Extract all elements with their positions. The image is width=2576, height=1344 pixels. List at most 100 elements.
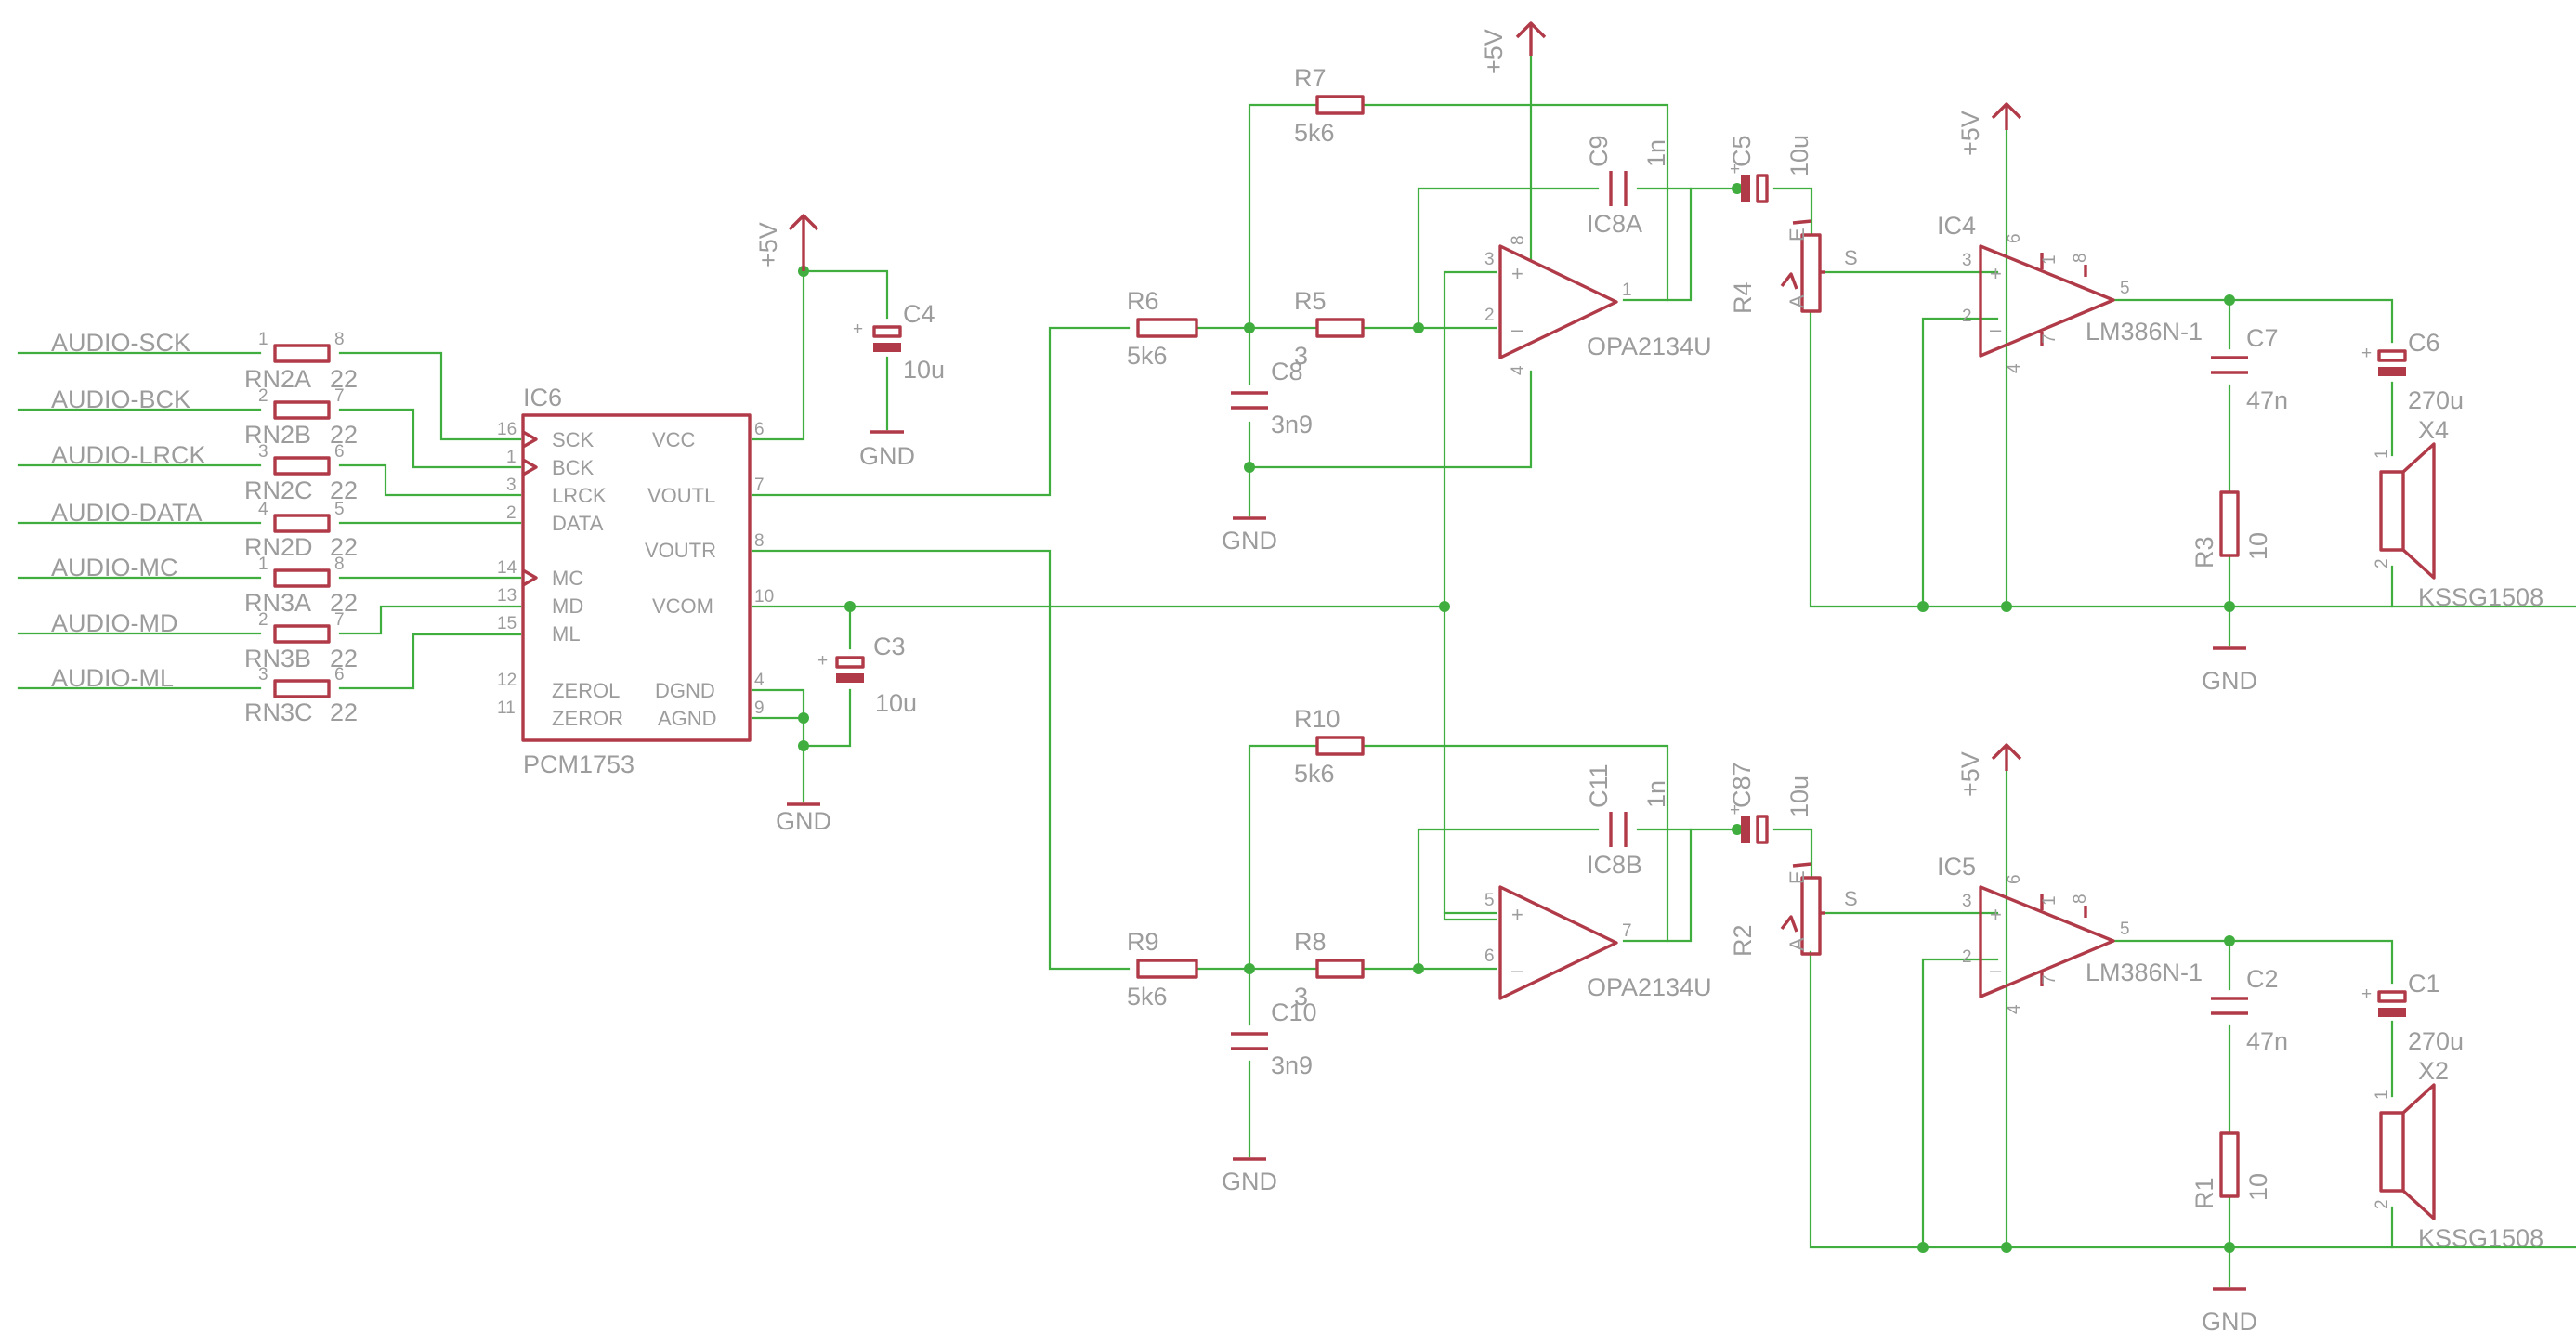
component-label: C1 xyxy=(2408,970,2440,998)
component-label: 4 xyxy=(2005,363,2024,373)
component-label: 10u xyxy=(1785,135,1813,176)
component-label: 22 xyxy=(330,365,358,393)
component-label: 7 xyxy=(754,476,765,495)
component-label: 47n xyxy=(2246,1027,2288,1055)
component-label: VOUTR xyxy=(645,539,716,562)
component-label: 22 xyxy=(330,421,358,449)
component-label: +5V xyxy=(754,222,782,267)
component-label: GND xyxy=(1222,1168,1277,1195)
component-label: 2 xyxy=(2373,1199,2392,1209)
component-label: 4 xyxy=(754,671,765,690)
component-label: 10u xyxy=(875,689,917,717)
component-label: IC5 xyxy=(1937,853,1976,881)
rn2c: 3 6 RN2C 22 xyxy=(244,442,358,504)
component-label: 22 xyxy=(330,698,358,726)
r3: R3 10 xyxy=(2190,490,2272,568)
component-label: LM386N-1 xyxy=(2086,959,2203,986)
component-label: C9 xyxy=(1585,135,1613,167)
component-label: AGND xyxy=(658,707,717,730)
component-label: 2 xyxy=(258,610,268,630)
c10: C10 3n9 xyxy=(1231,998,1317,1079)
component-label: 7 xyxy=(1622,921,1632,941)
component-label: 6 xyxy=(2005,874,2024,884)
svg-text:+: + xyxy=(2361,344,2372,363)
component-label: 270u xyxy=(2408,1027,2464,1055)
component-label: 3 xyxy=(506,476,517,495)
component-label: C2 xyxy=(2246,965,2279,993)
component-label: 3 xyxy=(1294,342,1308,370)
component-label: +5V xyxy=(1480,29,1508,74)
component-label: 7 xyxy=(2040,333,2059,344)
component-label: C5 xyxy=(1728,135,1756,167)
component-label: 4 xyxy=(258,500,268,519)
component-label: SCK xyxy=(552,428,595,451)
component-label: 16 xyxy=(497,420,517,439)
svg-text:–: – xyxy=(1990,318,2002,341)
speaker-x2: 1 2 X2 KSSG1508 xyxy=(2373,1057,2543,1252)
component-label: 3n9 xyxy=(1271,411,1313,438)
component-label: 8 xyxy=(334,330,345,349)
component-label: 13 xyxy=(497,586,517,606)
component-label: RN2D xyxy=(244,533,313,561)
component-label: X4 xyxy=(2418,416,2449,444)
component-label: 1 xyxy=(2373,449,2392,459)
component-label: 47n xyxy=(2246,386,2288,414)
component-label: 10u xyxy=(1785,776,1813,817)
component-label: 10 xyxy=(2244,1173,2272,1201)
component-label: 8 xyxy=(334,555,345,574)
component-label: C10 xyxy=(1271,998,1317,1026)
component-label: C6 xyxy=(2408,329,2440,357)
component-label: 3 xyxy=(1294,983,1308,1011)
component-label: 6 xyxy=(334,442,345,462)
svg-text:+: + xyxy=(1990,262,2002,285)
component-label: 8 xyxy=(1509,235,1528,245)
component-label: C87 xyxy=(1728,762,1756,808)
r7: R7 5k6 xyxy=(1294,64,1365,147)
rn3b: 2 7 RN3B 22 xyxy=(244,610,358,672)
component-label: 5k6 xyxy=(1127,983,1168,1011)
component-label: 3n9 xyxy=(1271,1051,1313,1079)
component-label: C8 xyxy=(1271,358,1303,385)
svg-text:+: + xyxy=(817,651,828,671)
component-label: A xyxy=(1785,937,1809,951)
svg-text:+: + xyxy=(853,320,863,339)
component-label: GND xyxy=(2202,667,2257,695)
component-label: 2 xyxy=(506,503,517,523)
component-label: 7 xyxy=(334,386,345,406)
component-label: DGND xyxy=(655,679,715,702)
component-label: RN2C xyxy=(244,476,313,504)
component-label: R9 xyxy=(1127,928,1159,956)
component-label: 1 xyxy=(506,448,517,467)
component-label: 1n xyxy=(1642,780,1670,808)
r6: R6 5k6 xyxy=(1127,287,1198,370)
c9: C9 1n xyxy=(1585,135,1670,206)
component-label: IC6 xyxy=(523,384,562,411)
component-label: 5k6 xyxy=(1127,342,1168,370)
component-label: 8 xyxy=(2071,894,2090,904)
component-label: 5 xyxy=(1484,891,1495,910)
net-label: AUDIO-BCK xyxy=(51,385,190,413)
component-label: 3 xyxy=(258,665,268,685)
component-label: 6 xyxy=(334,665,345,685)
amp-ic4: + – 3 2 5 6 4 1 8 7 IC4 LM386N-1 xyxy=(1937,212,2203,373)
component-label: 9 xyxy=(754,698,765,718)
r8: R8 3 xyxy=(1294,928,1365,1011)
component-label: RN3C xyxy=(244,698,313,726)
component-label: KSSG1508 xyxy=(2418,583,2543,611)
component-label: LM386N-1 xyxy=(2086,318,2203,346)
component-label: 12 xyxy=(497,671,517,690)
component-label: DATA xyxy=(552,512,604,535)
component-label: 1 xyxy=(2040,895,2059,906)
r1: R1 10 xyxy=(2190,1131,2272,1209)
component-label: RN2A xyxy=(244,365,311,393)
component-label: IC8B xyxy=(1587,851,1642,879)
component-label: 8 xyxy=(754,531,765,551)
component-label: S xyxy=(1844,246,1858,269)
component-label: OPA2134U xyxy=(1587,973,1712,1001)
component-label: X2 xyxy=(2418,1057,2449,1085)
component-label: 270u xyxy=(2408,386,2464,414)
component-label: 5 xyxy=(334,500,345,519)
component-label: 22 xyxy=(330,476,358,504)
c8: C8 3n9 xyxy=(1231,358,1313,438)
component-label: 2 xyxy=(1484,306,1495,325)
